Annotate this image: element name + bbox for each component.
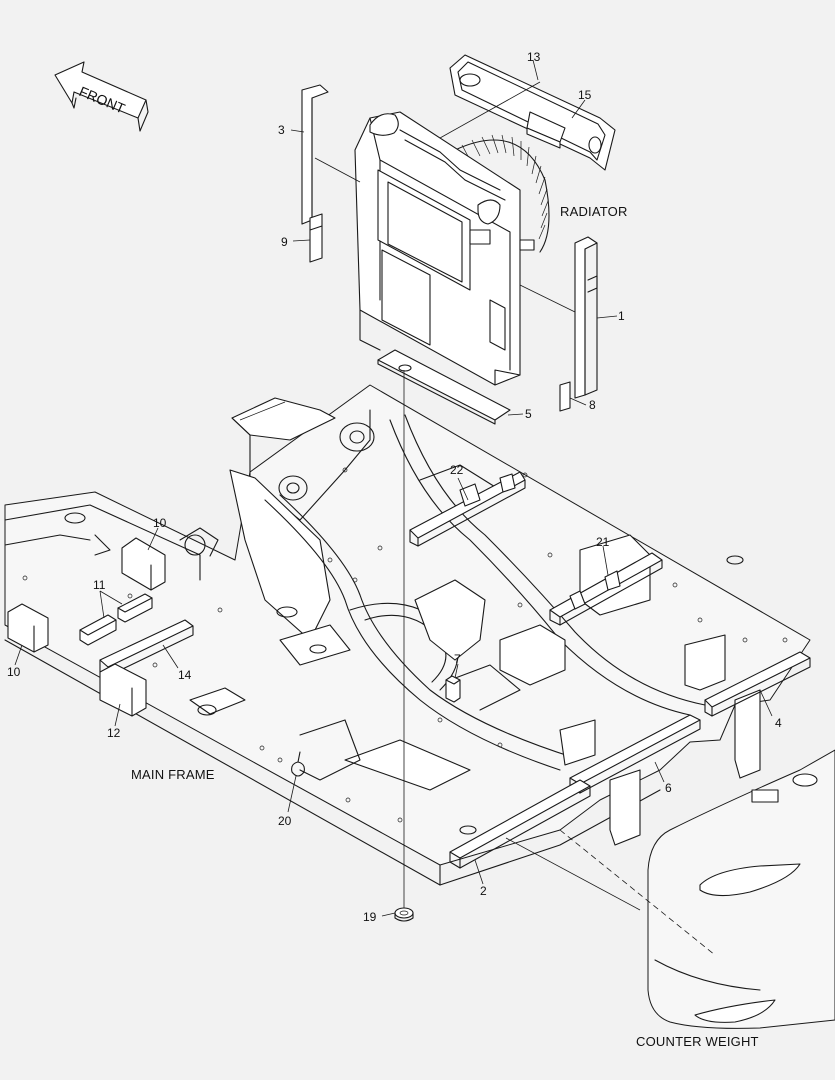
callout-4: 4 (775, 716, 782, 730)
callout-1: 1 (618, 309, 625, 323)
callout-5: 5 (525, 407, 532, 421)
part-11-pads (79, 593, 153, 646)
callout-10-upper: 10 (153, 516, 167, 530)
counter-weight (559, 749, 835, 1029)
part-1-8-right-seal (559, 236, 598, 412)
callout-leaders (14, 59, 773, 917)
part-5-bottom-plate (377, 349, 511, 425)
callout-19: 19 (363, 910, 377, 924)
part-10-blocks (7, 537, 166, 653)
callout-2: 2 (480, 884, 487, 898)
part-14-left-seal (99, 619, 194, 677)
counter-weight-label: COUNTER WEIGHT (636, 1034, 759, 1049)
part-2-front-seal (449, 779, 591, 869)
main-frame-label: MAIN FRAME (131, 767, 215, 782)
main-frame (4, 384, 811, 886)
part-20-clip (291, 751, 305, 777)
callout-7: 7 (454, 652, 461, 666)
part-19-nut (394, 907, 414, 922)
callout-15: 15 (578, 88, 592, 102)
callout-9: 9 (281, 235, 288, 249)
callout-20: 20 (278, 814, 292, 828)
callout-10-lower: 10 (7, 665, 21, 679)
part-3-9-left-seal (301, 84, 329, 263)
radiator-label: RADIATOR (560, 204, 628, 219)
radiator (354, 111, 550, 386)
part-4-right-seal (704, 651, 811, 717)
callout-21: 21 (596, 535, 610, 549)
callout-6: 6 (665, 781, 672, 795)
front-arrow: FRONT (54, 61, 149, 132)
callout-8: 8 (589, 398, 596, 412)
part-21-cross-seal (549, 552, 663, 626)
callout-13: 13 (527, 50, 541, 64)
callout-numbers: 3 9 13 15 1 8 5 22 21 10 11 10 12 14 7 4… (7, 50, 782, 924)
callout-14: 14 (178, 668, 192, 682)
callout-12: 12 (107, 726, 121, 740)
part-12-block (99, 663, 147, 717)
assembly-lines (314, 81, 641, 911)
part-22-bracket (409, 471, 526, 547)
callout-11: 11 (93, 578, 106, 592)
part-13-15-top-cover (449, 54, 616, 171)
callout-22: 22 (450, 463, 464, 477)
part-7-block (445, 675, 461, 703)
callout-3: 3 (278, 123, 285, 137)
